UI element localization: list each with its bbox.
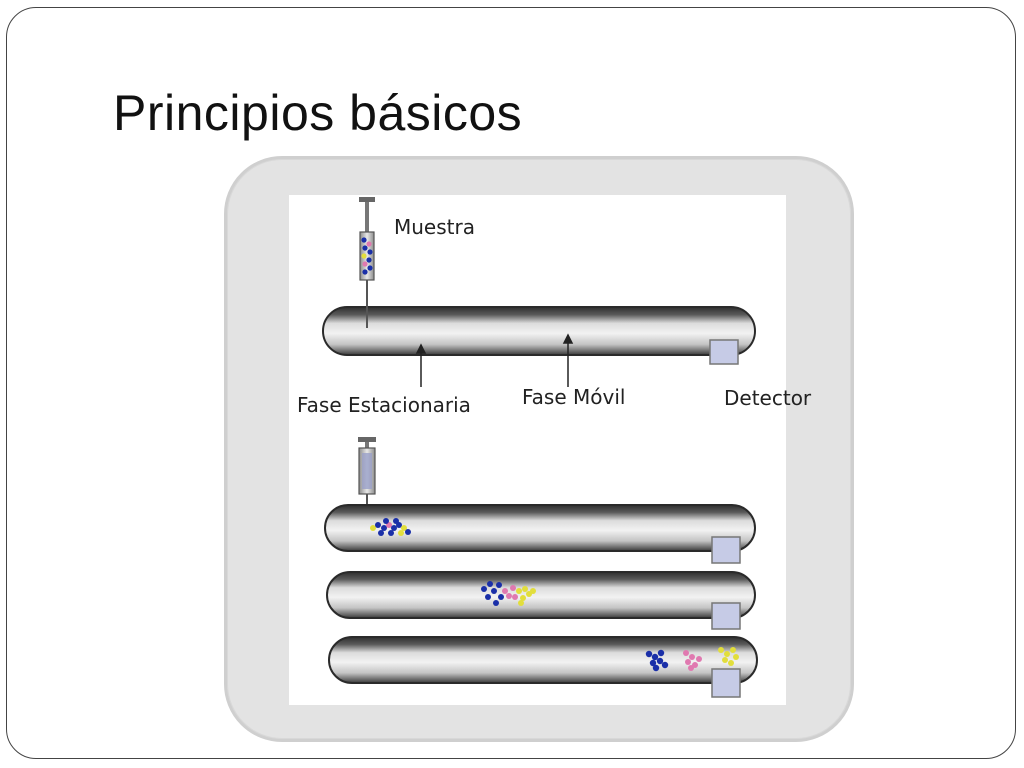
particle bbox=[366, 241, 372, 247]
particle bbox=[366, 257, 372, 263]
label-sample: Muestra bbox=[394, 215, 475, 239]
label-arrows bbox=[415, 333, 574, 387]
column-tube bbox=[326, 571, 756, 619]
particle bbox=[481, 586, 487, 592]
particle bbox=[661, 661, 669, 669]
particle bbox=[405, 529, 411, 535]
particle bbox=[506, 593, 512, 599]
label-stationary-phase: Fase Estacionaria bbox=[297, 393, 471, 417]
particle bbox=[485, 594, 491, 600]
particle bbox=[381, 525, 387, 531]
column-tube bbox=[328, 636, 758, 684]
particle bbox=[683, 650, 689, 656]
particle bbox=[522, 586, 528, 592]
particle bbox=[362, 269, 368, 275]
sample-particles bbox=[361, 237, 373, 275]
particle bbox=[493, 600, 499, 606]
particle bbox=[491, 588, 497, 594]
particle bbox=[649, 659, 657, 667]
detector-box bbox=[711, 602, 741, 630]
particle bbox=[401, 525, 407, 531]
particle bbox=[685, 659, 691, 665]
band-separated bbox=[645, 647, 739, 672]
band-injected bbox=[370, 518, 411, 536]
particle bbox=[688, 665, 694, 671]
particle bbox=[391, 525, 397, 531]
particle bbox=[383, 518, 389, 524]
particle bbox=[498, 594, 504, 600]
slide-title: Principios básicos bbox=[113, 85, 523, 141]
column-tube bbox=[322, 306, 756, 356]
chromatography-diagram bbox=[322, 197, 758, 698]
column-empty bbox=[322, 306, 756, 365]
particle bbox=[502, 588, 508, 594]
particle bbox=[361, 237, 367, 243]
particle bbox=[516, 588, 522, 594]
particle bbox=[512, 594, 518, 600]
particle bbox=[510, 585, 516, 591]
particle bbox=[728, 660, 734, 666]
band-separating bbox=[481, 581, 536, 606]
particle bbox=[370, 525, 376, 531]
particle bbox=[361, 253, 367, 259]
particle bbox=[530, 588, 536, 594]
syringe-empty bbox=[358, 437, 376, 523]
particle bbox=[393, 518, 399, 524]
column-separated bbox=[328, 636, 758, 698]
column-tube bbox=[324, 504, 756, 552]
detector-box bbox=[709, 339, 739, 365]
particle bbox=[724, 651, 730, 657]
particle bbox=[657, 649, 665, 657]
particle bbox=[487, 581, 493, 587]
label-mobile-phase: Fase Móvil bbox=[522, 385, 626, 409]
particle bbox=[689, 654, 695, 660]
detector-box bbox=[711, 668, 741, 698]
particle bbox=[367, 249, 373, 255]
particle bbox=[656, 657, 664, 665]
particle bbox=[375, 522, 381, 528]
particle bbox=[520, 595, 526, 601]
particle bbox=[362, 261, 368, 267]
particle bbox=[362, 245, 368, 251]
label-detector: Detector bbox=[724, 386, 812, 410]
particle bbox=[398, 530, 404, 536]
column-injected bbox=[324, 504, 756, 564]
particle bbox=[696, 656, 702, 662]
particle bbox=[645, 650, 653, 658]
particle bbox=[367, 265, 373, 271]
particle bbox=[652, 664, 660, 672]
particle bbox=[718, 647, 724, 653]
particle bbox=[378, 530, 384, 536]
particle bbox=[388, 530, 394, 536]
column-separating bbox=[326, 571, 756, 630]
particle bbox=[722, 657, 728, 663]
detector-box bbox=[711, 536, 741, 564]
particle bbox=[518, 600, 524, 606]
particle bbox=[496, 582, 502, 588]
particle bbox=[730, 647, 736, 653]
particle bbox=[651, 653, 659, 661]
particle bbox=[733, 654, 739, 660]
